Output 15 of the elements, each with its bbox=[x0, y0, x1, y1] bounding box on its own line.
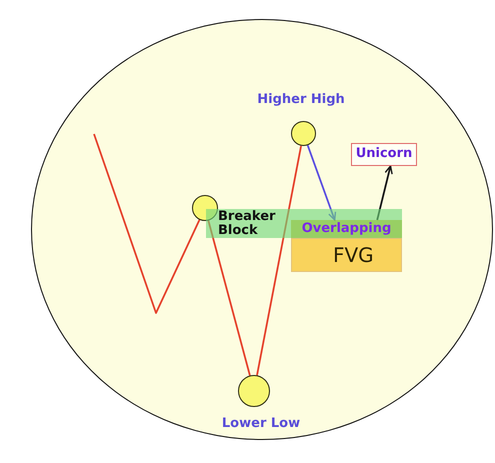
callout-box: Unicorn bbox=[351, 143, 417, 166]
zone-band bbox=[206, 209, 402, 238]
zone-label: Breaker Block bbox=[218, 210, 276, 238]
point-label: Higher High bbox=[257, 92, 345, 108]
gap-zone: FVG bbox=[291, 238, 402, 272]
pivot-circle bbox=[238, 375, 270, 407]
point-label: Lower Low bbox=[222, 416, 300, 432]
connector-line bbox=[256, 146, 302, 376]
overlap-zone: Overlapping bbox=[291, 220, 402, 238]
arrow bbox=[306, 145, 336, 221]
connector-line bbox=[208, 220, 251, 376]
connector-line bbox=[93, 134, 200, 314]
pivot-circle bbox=[291, 121, 316, 146]
pivot-circle bbox=[192, 195, 218, 221]
arrow bbox=[376, 165, 393, 220]
